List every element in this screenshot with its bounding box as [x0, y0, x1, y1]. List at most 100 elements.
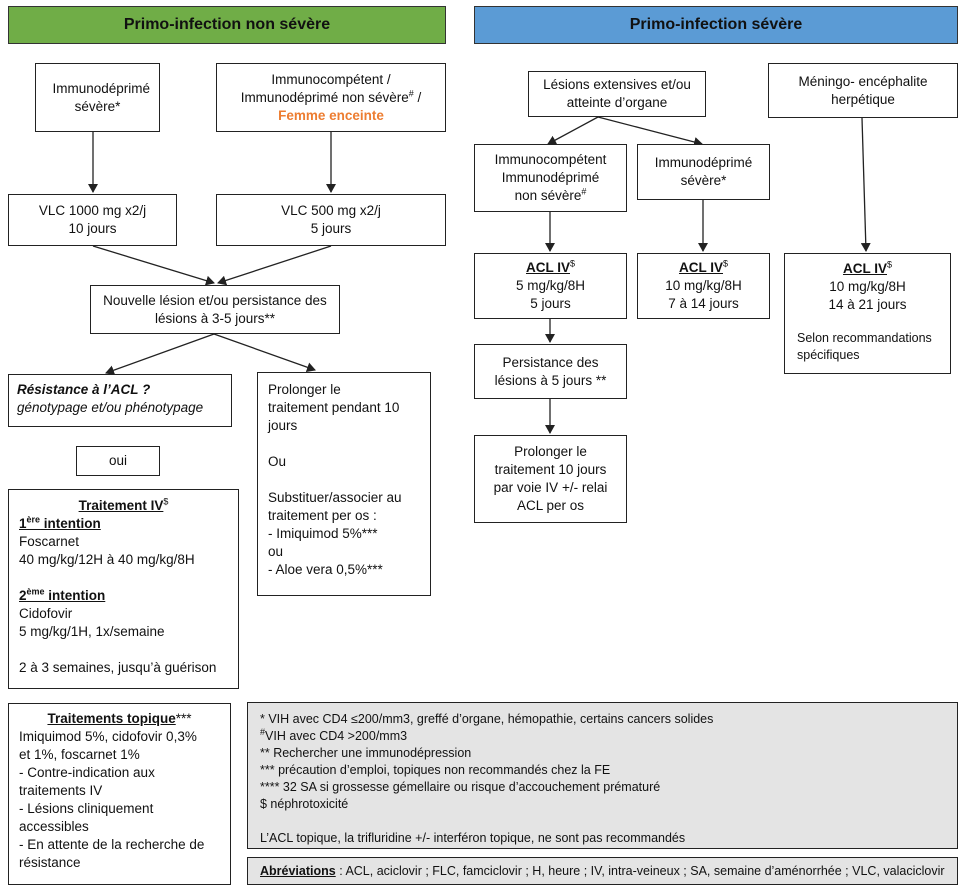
acl3-spacer [797, 314, 938, 330]
acl3-sup: $ [887, 259, 893, 270]
first-label: intention [40, 516, 101, 531]
topique-line: - Contre-indication aux [19, 765, 155, 780]
acl3-note-line1: Selon recommandations [797, 331, 932, 345]
box-prolonger-right: Prolonger le traitement 10 jours par voi… [474, 435, 627, 523]
arrow-vlc500-to-nouvelle [217, 245, 332, 286]
prolonger-line: Substituer/associer au [268, 490, 402, 505]
immunocomp-line3: non sévère# [515, 187, 587, 205]
acl2-title-text: ACL IV [678, 260, 723, 275]
immunodep-severe-text: Immunodéprimé sévère* [654, 155, 753, 188]
traitement-iv-heading: Traitement IV$ [19, 497, 228, 515]
prolonger-line: traitement per os : [268, 508, 377, 523]
footnote-5: **** 32 SA si grossesse gémellaire ou ri… [260, 780, 661, 794]
topique-line: résistance [19, 855, 81, 870]
footnote-2: #VIH avec CD4 >200/mm3 [260, 726, 945, 745]
prolonger-line: Ou [268, 454, 287, 469]
box-acl-iv-1: ACL IV$ 5 mg/kg/8H 5 jours [474, 253, 627, 319]
resistance-title: Résistance à l’ACL ? [17, 382, 151, 397]
box-vlc-1000: VLC 1000 mg x2/j 10 jours [8, 194, 177, 246]
prolonger-line: Prolonger le [268, 382, 341, 397]
iv-duration: 2 à 3 semaines, jusqu’à guérison [19, 660, 217, 675]
box-traitements-topique: Traitements topique*** Imiquimod 5%, cid… [8, 703, 231, 885]
box-prolonger-left: Prolonger le traitement pendant 10 jours… [257, 372, 431, 596]
oui-label: oui [108, 453, 127, 468]
box-acl-iv-3: ACL IV$ 10 mg/kg/8H 14 à 21 jours Selon … [784, 253, 951, 374]
vlc-500-dose: VLC 500 mg x2/j [281, 203, 381, 218]
box-persistance: Persistance des lésions à 5 jours ** [474, 344, 627, 399]
arrow-nouvelle-to-resistance [105, 333, 215, 375]
footnote-4: *** précaution d’emploi, topiques non re… [260, 763, 611, 777]
box-oui: oui [76, 446, 160, 476]
cidofovir-label: Cidofovir [19, 606, 73, 621]
femme-enceinte-label: Femme enceinte [278, 107, 384, 123]
abbreviations-text: : ACL, aciclovir ; FLC, famciclovir ; H,… [335, 864, 945, 878]
topique-stars: *** [175, 711, 192, 726]
topique-line: - Lésions cliniquement [19, 801, 154, 816]
header-severe: Primo-infection sévère [474, 6, 958, 44]
acl3-duration: 14 à 21 jours [828, 297, 907, 312]
second-sup: ème [26, 586, 45, 597]
acl2-duration: 7 à 14 jours [668, 296, 739, 311]
box-nouvelle-lesion: Nouvelle lésion et/ou persistance des lé… [90, 285, 340, 334]
lesions-extensives-text: Lésions extensives et/ou atteinte d’orga… [543, 77, 691, 110]
first-sup: ère [26, 514, 41, 525]
footnote-2-text: VIH avec CD4 >200/mm3 [265, 729, 408, 743]
footnote-spacer [260, 813, 945, 830]
iv-spacer [19, 569, 228, 587]
footnote-6: $ néphrotoxicité [260, 797, 349, 811]
traitement-iv-sup: $ [163, 496, 169, 507]
traitement-iv-title: Traitement IV [78, 498, 164, 513]
box-resistance: Résistance à l’ACL ? génotypage et/ou ph… [8, 374, 232, 427]
first-num: 1 [19, 516, 27, 531]
nouvelle-lesion-text: Nouvelle lésion et/ou persistance des lé… [103, 292, 327, 326]
box-vlc-500: VLC 500 mg x2/j 5 jours [216, 194, 446, 246]
footnote-2-sup: # [260, 726, 266, 737]
acl1-duration: 5 jours [530, 296, 571, 311]
immunocompetent-line1: Immunocompétent / [271, 71, 391, 87]
iv-spacer [19, 641, 228, 659]
box-footnotes: * VIH avec CD4 ≤200/mm3, greffé d’organe… [247, 702, 958, 849]
topique-line: et 1%, foscarnet 1% [19, 747, 140, 762]
acl2-title: ACL IV$ [679, 259, 728, 277]
foscarnet-label: Foscarnet [19, 534, 80, 549]
topique-heading: Traitements topique*** [19, 710, 220, 728]
second-num: 2 [19, 588, 27, 603]
topique-line: Imiquimod 5%, cidofovir 0,3% [19, 729, 197, 744]
immunocomp-line1: Immunocompétent [494, 152, 607, 167]
acl1-dose: 5 mg/kg/8H [515, 278, 586, 293]
acl3-title-text: ACL IV [842, 261, 887, 276]
resistance-subtitle: génotypage et/ou phénotypage [17, 400, 204, 415]
prolonger-line: - Aloe vera 0,5%*** [268, 562, 383, 577]
topique-title: Traitements topique [47, 711, 176, 726]
prolonger-right-text: Prolonger le traitement 10 jours par voi… [493, 444, 608, 513]
vlc-500-duration: 5 jours [310, 221, 352, 236]
abbreviations-label: Abréviations [260, 864, 336, 878]
first-intention-heading: 1ère intention [19, 515, 228, 533]
prolonger-line: traitement pendant 10 [268, 400, 400, 415]
immunocompetent-line2-end: / [413, 89, 422, 105]
acl2-sup: $ [723, 258, 729, 269]
prolonger-line: - Imiquimod 5%*** [268, 526, 378, 541]
acl1-title: ACL IV$ [526, 259, 575, 277]
box-immunocompetent-right: Immunocompétent Immunodéprimé non sévère… [474, 144, 627, 212]
acl3-note-line2: spécifiques [797, 348, 860, 362]
acl1-sup: $ [570, 258, 576, 269]
box-abbreviations: Abréviations : ACL, aciclovir ; FLC, fam… [247, 857, 958, 885]
box-lesions-extensives: Lésions extensives et/ou atteinte d’orga… [528, 71, 706, 117]
footnote-1: * VIH avec CD4 ≤200/mm3, greffé d’organe… [260, 712, 714, 726]
meningo-text: Méningo- encéphalite herpétique [798, 73, 928, 107]
box-meningo-encephalite: Méningo- encéphalite herpétique [768, 63, 958, 118]
prolonger-spacer [268, 435, 420, 453]
second-label: intention [44, 588, 106, 603]
box-immunodeprime-severe-right: Immunodéprimé sévère* [637, 144, 770, 200]
acl3-title: ACL IV$ [797, 260, 938, 278]
prolonger-spacer [268, 471, 420, 489]
arrow-nouvelle-to-prolonger [213, 333, 316, 373]
topique-line: accessibles [19, 819, 89, 834]
box-immunocompetent: Immunocompétent / Immunodéprimé non sévè… [216, 63, 446, 132]
vlc-1000-dose: VLC 1000 mg x2/j [38, 203, 147, 218]
acl2-dose: 10 mg/kg/8H [665, 278, 742, 293]
header-non-severe: Primo-infection non sévère [8, 6, 446, 44]
immunocomp-line3-text: non sévère [514, 188, 582, 203]
cidofovir-dose: 5 mg/kg/1H, 1x/semaine [19, 624, 165, 639]
